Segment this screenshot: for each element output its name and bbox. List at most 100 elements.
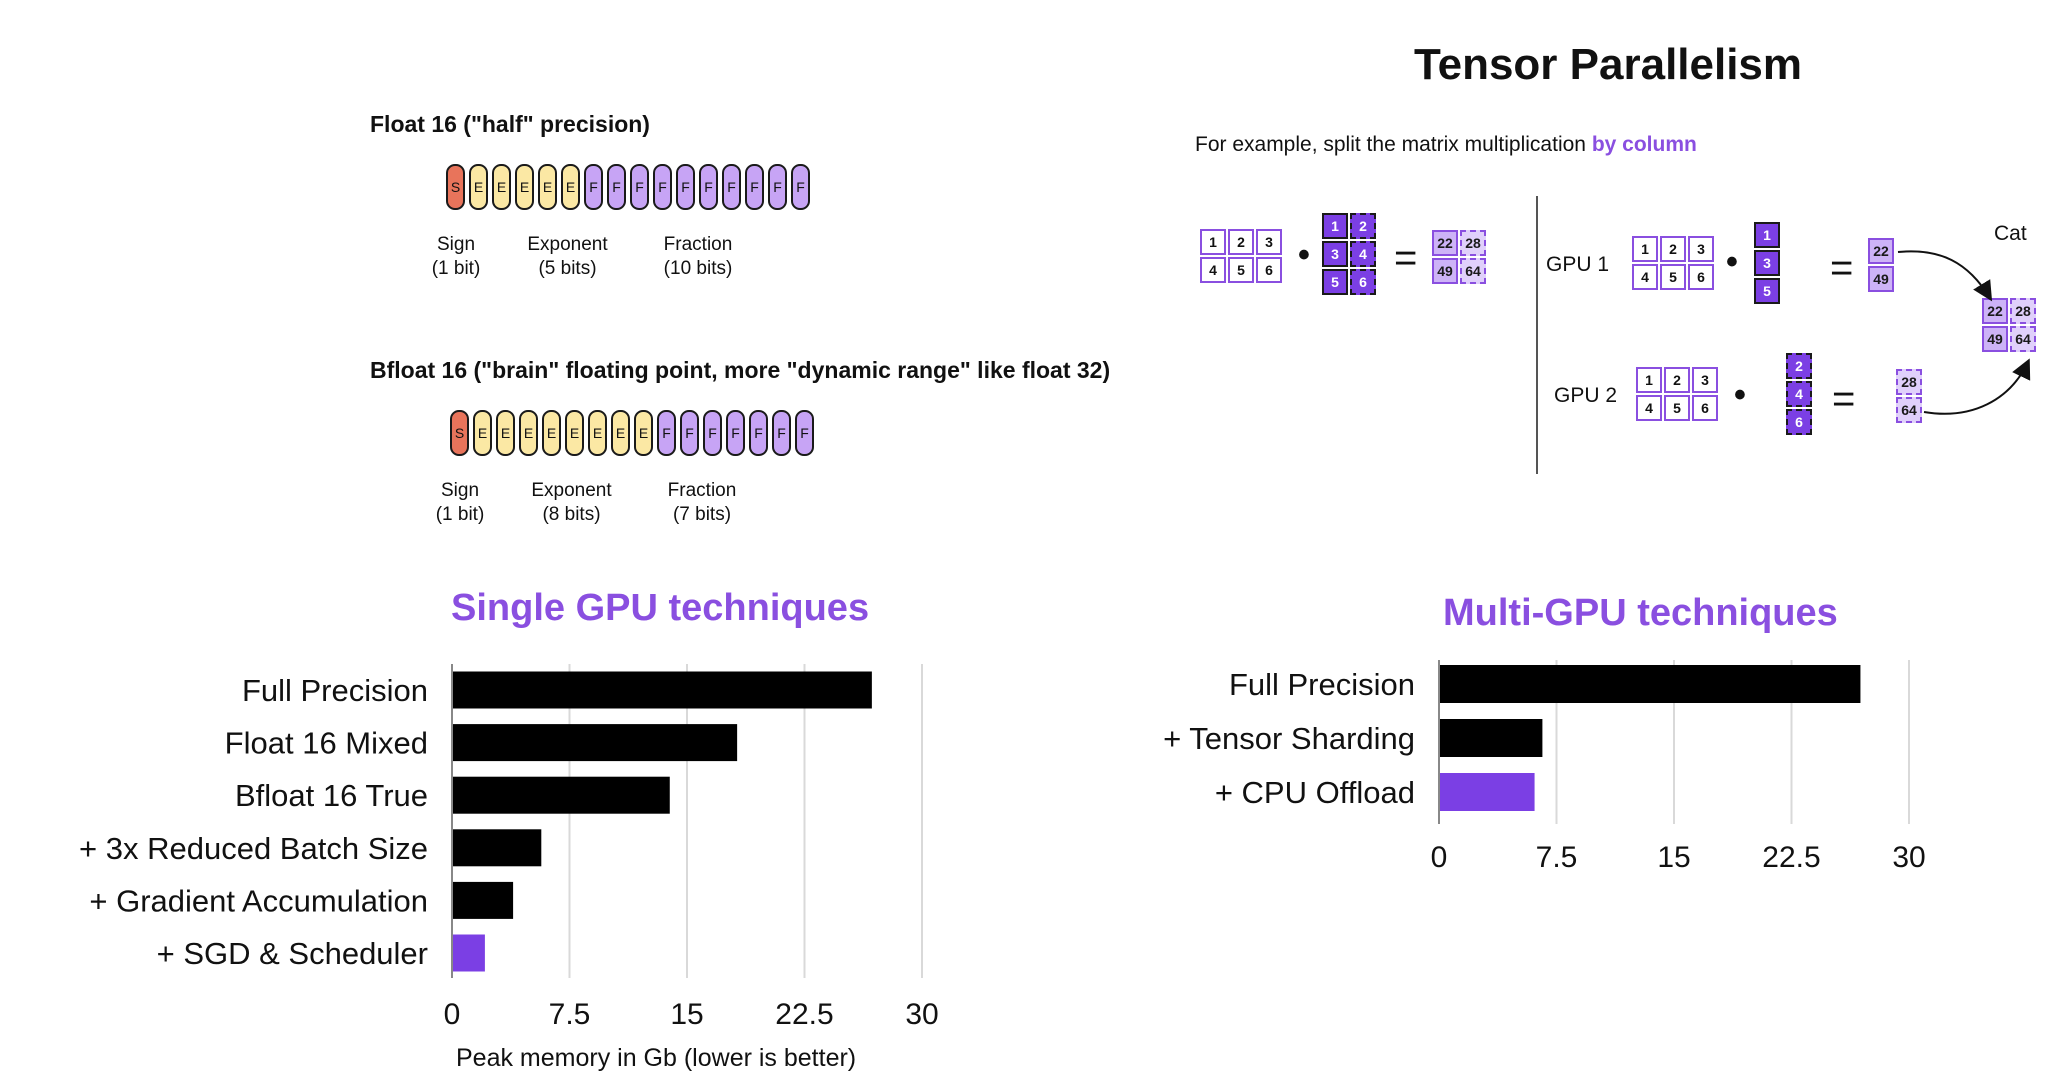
- chart1-x-axis-label: Peak memory in Gb (lower is better): [456, 1044, 857, 1072]
- tensor-title: Tensor Parallelism: [1414, 40, 1803, 89]
- float16-bit-fraction: F: [699, 164, 718, 210]
- float16-bit-exponent: E: [561, 164, 580, 210]
- gpu2-result-cell: 64: [1896, 397, 1922, 423]
- float16-bit-exponent: E: [469, 164, 488, 210]
- float16-bit-fraction: F: [745, 164, 764, 210]
- matrix-a-cell: 6: [1256, 257, 1282, 283]
- x-tick-label: 0: [444, 998, 461, 1031]
- gpu2-equals-sign: =: [1832, 377, 1856, 421]
- gpu1-matrix-a-cell: 1: [1632, 236, 1658, 262]
- gpu2-matrix-a-cell: 6: [1692, 395, 1718, 421]
- bfloat16-exponent-label: Exponent: [531, 480, 612, 501]
- gpu1-matrix-a-cell: 3: [1688, 236, 1714, 262]
- category-label: + 3x Reduced Batch Size: [79, 831, 428, 866]
- multiply-dot: •: [1298, 236, 1310, 274]
- gpu1-equals-sign: =: [1830, 246, 1854, 290]
- bar: [1440, 773, 1535, 811]
- category-label: Full Precision: [242, 673, 428, 708]
- bfloat16-bit-fraction: F: [795, 410, 814, 456]
- gpu2-b-cell: 2: [1786, 353, 1812, 379]
- category-label: + Gradient Accumulation: [89, 883, 428, 918]
- bar: [453, 724, 738, 762]
- float16-exponent-caption: Exponent (5 bits): [515, 233, 620, 281]
- gpu2-matrix-a-cell: 5: [1664, 395, 1690, 421]
- bfloat16-bit-exponent: E: [473, 410, 492, 456]
- float16-bit-exponent: E: [538, 164, 557, 210]
- float16-title: Float 16 ("half" precision): [370, 111, 650, 137]
- bfloat16-bit-fraction: F: [657, 410, 676, 456]
- gpu1-label: GPU 1: [1546, 253, 1610, 276]
- bar: [1440, 665, 1861, 703]
- float16-exponent-size: (5 bits): [538, 258, 597, 279]
- bfloat16-title: Bfloat 16 ("brain" floating point, more …: [370, 357, 1111, 383]
- float16-bit-fraction: F: [768, 164, 787, 210]
- cat-result-cell: 22: [1982, 298, 2008, 324]
- x-tick-label: 0: [1431, 841, 1448, 874]
- matrix-b-cell: 3: [1322, 241, 1348, 267]
- float16-sign-label: Sign: [436, 234, 476, 255]
- result-cell: 64: [1460, 258, 1486, 284]
- bar: [453, 671, 872, 709]
- x-tick-label: 22.5: [1762, 841, 1820, 874]
- bfloat16-exponent-caption: Exponent (8 bits): [519, 479, 624, 527]
- bar: [453, 829, 542, 867]
- tensor-subtitle: For example, split the matrix multiplica…: [1195, 133, 1697, 157]
- gpu1-b-cell: 1: [1754, 222, 1780, 248]
- bfloat16-bit-exponent: E: [588, 410, 607, 456]
- float16-bit-exponent: E: [515, 164, 534, 210]
- cat-result-cell: 49: [1982, 326, 2008, 352]
- result-cell: 22: [1432, 230, 1458, 256]
- x-tick-label: 22.5: [775, 998, 833, 1031]
- gpu1-matrix-a-cell: 6: [1688, 264, 1714, 290]
- float16-bit-sign: S: [446, 164, 465, 210]
- x-tick-label: 15: [670, 998, 703, 1031]
- bfloat16-bit-exponent: E: [634, 410, 653, 456]
- gpu1-matrix-a-cell: 5: [1660, 264, 1686, 290]
- float16-exponent-label: Exponent: [527, 234, 608, 255]
- bfloat16-fraction-size: (7 bits): [672, 504, 732, 525]
- float16-bit-fraction: F: [722, 164, 741, 210]
- matrix-a-cell: 4: [1200, 257, 1226, 283]
- matrix-a-cell: 5: [1228, 257, 1254, 283]
- gpu2-multiply-dot: •: [1734, 376, 1746, 414]
- gpu2-matrix-a-cell: 3: [1692, 367, 1718, 393]
- cat-result-cell: 28: [2010, 298, 2036, 324]
- float16-bit-fraction: F: [607, 164, 626, 210]
- result-cell: 49: [1432, 258, 1458, 284]
- bfloat16-bit-fraction: F: [726, 410, 745, 456]
- cat-result-cell: 64: [2010, 326, 2036, 352]
- bfloat16-fraction-label: Fraction: [667, 480, 737, 501]
- gpu1-matrix-a-cell: 2: [1660, 236, 1686, 262]
- gpu1-b-cell: 3: [1754, 250, 1780, 276]
- bfloat16-bit-fraction: F: [703, 410, 722, 456]
- float16-bit-exponent: E: [492, 164, 511, 210]
- float16-bit-fraction: F: [791, 164, 810, 210]
- category-label: + CPU Offload: [1215, 775, 1415, 810]
- category-label: Float 16 Mixed: [225, 726, 428, 761]
- bfloat16-bit-exponent: E: [519, 410, 538, 456]
- matrix-a-cell: 3: [1256, 229, 1282, 255]
- x-tick-label: 7.5: [549, 998, 591, 1031]
- cat-label: Cat: [1994, 222, 2027, 245]
- category-label: + SGD & Scheduler: [157, 936, 428, 971]
- gpu2-b-cell: 6: [1786, 409, 1812, 435]
- gpu1-b-cell: 5: [1754, 278, 1780, 304]
- bfloat16-bit-fraction: F: [749, 410, 768, 456]
- bar: [453, 934, 485, 972]
- bfloat16-bit-fraction: F: [772, 410, 791, 456]
- bfloat16-sign-caption: Sign (1 bit): [430, 479, 490, 527]
- float16-fraction-caption: Fraction (10 bits): [648, 233, 748, 281]
- gpu2-result-cell: 28: [1896, 369, 1922, 395]
